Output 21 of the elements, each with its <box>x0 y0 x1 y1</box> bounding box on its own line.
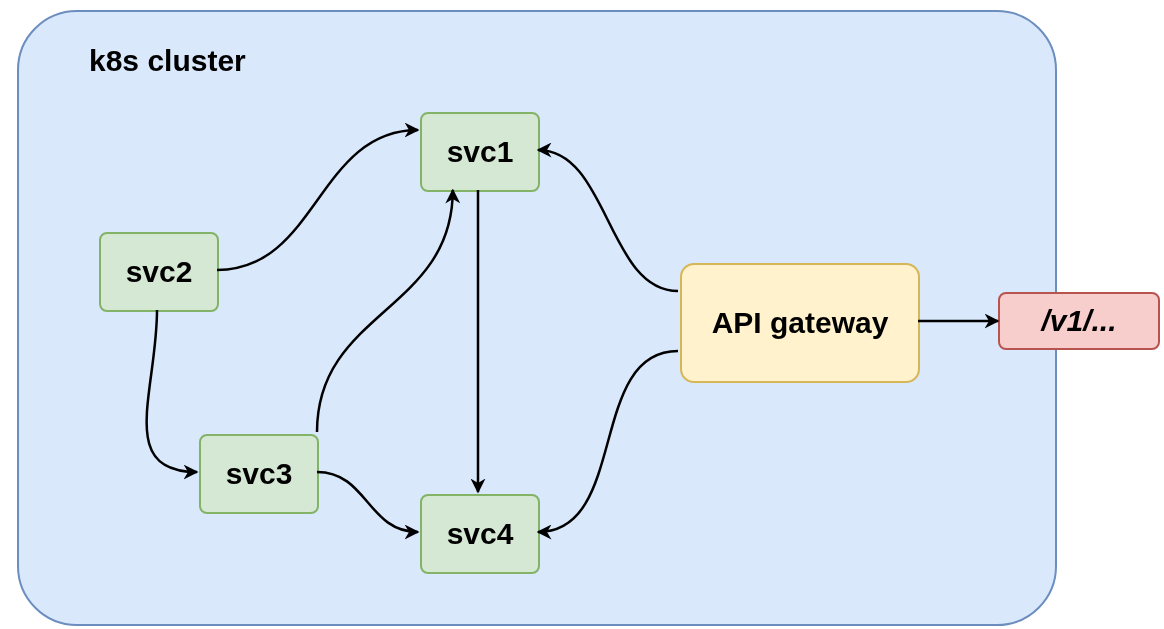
service-box <box>998 292 1160 350</box>
connector-arrow <box>145 309 199 479</box>
box-label: API gateway <box>711 306 889 340</box>
container-title: k8s cluster <box>89 44 246 78</box>
connector-arrow <box>216 124 420 272</box>
box-label: svc3 <box>225 457 293 491</box>
box-label: svc4 <box>446 517 514 551</box>
service-box <box>199 434 319 514</box>
box-label: svc2 <box>125 255 193 289</box>
service-box <box>99 232 219 312</box>
connector-arrow <box>536 349 679 537</box>
box-label: /v1/... <box>1041 304 1117 338</box>
connector-arrow <box>315 188 459 433</box>
service-box <box>420 494 540 574</box>
service-box <box>420 112 540 192</box>
connector-arrow <box>316 470 420 539</box>
connector-arrow <box>536 144 679 293</box>
connector-arrow <box>918 313 1000 329</box>
service-box <box>680 263 920 383</box>
box-label: svc1 <box>446 135 514 169</box>
connector-arrow <box>470 190 486 494</box>
